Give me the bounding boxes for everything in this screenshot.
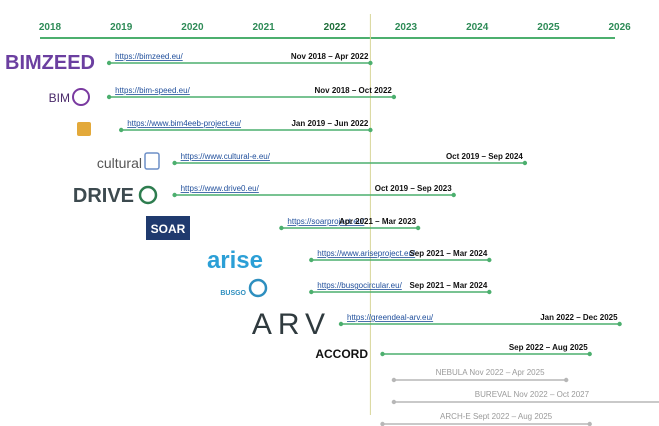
logo-drive-0: DRIVE <box>73 185 134 207</box>
logo-busgo <box>248 278 268 298</box>
timeline-end-dot-bimzeed <box>368 60 373 66</box>
timeline-start-dot-culturale <box>172 160 177 166</box>
timeline-start-dot-bim4eeb <box>119 127 124 133</box>
timeline-start-dot-drive-0 <box>172 192 177 198</box>
logo-text-busgo: BUSGO <box>220 290 246 297</box>
logo-swirl-bim-speed <box>72 88 90 106</box>
year-label-2026: 2026 <box>608 22 631 33</box>
timeline-end-dot-arise <box>487 257 492 263</box>
timeline-start-dot-busgo <box>309 289 314 295</box>
project-dates-bim4eeb: Jan 2019 – Jun 2022 <box>291 119 368 128</box>
project-dates-busgo: Sep 2021 – Mar 2024 <box>409 281 487 290</box>
timeline-start-dot-arch-e-sept-2022-aug-2025 <box>380 421 385 426</box>
year-label-2025: 2025 <box>537 22 560 33</box>
logo-house-culturale <box>144 152 160 170</box>
timeline-end-dot-culturale <box>522 160 528 166</box>
timeline-start-dot-bimzeed <box>106 60 112 66</box>
timeline-start-dot-bim-speed <box>106 94 112 100</box>
timeline-end-dot-arv <box>617 321 622 327</box>
logo-text-soar: SOAR <box>151 222 186 236</box>
project-dates-bimzeed: Nov 2018 – Apr 2022 <box>291 52 369 61</box>
timeline-start-dot-bureval-nov-2022-oct-2027 <box>391 399 397 405</box>
project-url-arise: https://www.ariseproject.eu/ <box>317 249 416 258</box>
project-url-bim-speed: https://bim-speed.eu/ <box>115 86 190 95</box>
year-label-2020: 2020 <box>181 22 204 33</box>
project-url-drive-0: https://www.drive0.eu/ <box>181 184 260 193</box>
logo-arv: ARV <box>252 308 331 341</box>
timeline-end-dot-bim4eeb <box>368 127 373 133</box>
year-label-2019: 2019 <box>110 22 133 33</box>
project-url-arv: https://greendeal-arv.eu/ <box>347 313 434 322</box>
timeline-end-dot-drive-0 <box>451 192 456 198</box>
timeline-start-dot-arise <box>309 257 314 263</box>
project-dates-arise: Sep 2021 – Mar 2024 <box>409 249 487 258</box>
logo-cycle-drive-0 <box>138 185 158 205</box>
project-label-bureval-nov-2022-oct-2027: BUREVAL Nov 2022 – Oct 2027 <box>475 390 590 399</box>
timeline-end-dot-nebula-nov-2022-apr-2025 <box>564 377 569 383</box>
project-url-culturale: https://www.cultural-e.eu/ <box>181 152 271 161</box>
project-dates-soar: Apr 2021 – Mar 2023 <box>339 217 416 226</box>
logo-culturale: cultural <box>97 155 142 171</box>
year-label-2021: 2021 <box>252 22 275 33</box>
project-url-bim4eeb: https://www.bim4eeb-project.eu/ <box>127 119 242 128</box>
year-label-2018: 2018 <box>39 22 62 33</box>
project-dates-culturale: Oct 2019 – Sep 2024 <box>446 152 523 161</box>
timeline-start-dot-soar <box>279 225 284 231</box>
timeline-end-dot-soar <box>415 225 421 231</box>
project-label-nebula-nov-2022-apr-2025: NEBULA Nov 2022 – Apr 2025 <box>436 368 546 377</box>
logo-accord: ACCORD <box>315 347 368 361</box>
timeline-end-dot-busgo <box>487 289 492 295</box>
logo-bim-speed: BIM <box>49 91 70 105</box>
logo-soar <box>146 216 190 240</box>
timeline-start-dot-accord <box>380 351 385 357</box>
timeline-end-dot-bim-speed <box>391 94 397 100</box>
project-label-arch-e-sept-2022-aug-2025: ARCH-E Sept 2022 – Aug 2025 <box>440 412 553 421</box>
project-dates-bim-speed: Nov 2018 – Oct 2022 <box>315 86 393 95</box>
project-url-busgo: https://busgocircular.eu/ <box>317 281 402 290</box>
year-label-2022: 2022 <box>324 22 347 33</box>
logo-bim4eeb <box>77 122 91 136</box>
project-dates-drive-0: Oct 2019 – Sep 2023 <box>375 184 452 193</box>
year-label-2023: 2023 <box>395 22 418 33</box>
project-dates-arv: Jan 2022 – Dec 2025 <box>540 313 618 322</box>
project-url-soar: https://soarproject.eu/ <box>287 217 365 226</box>
timeline-end-dot-accord <box>587 351 592 357</box>
timeline-end-dot-arch-e-sept-2022-aug-2025 <box>587 421 592 426</box>
year-label-2024: 2024 <box>466 22 489 33</box>
logo-arise: arise <box>207 247 263 274</box>
timeline-start-dot-nebula-nov-2022-apr-2025 <box>391 377 397 383</box>
timeline-start-dot-arv <box>338 321 344 327</box>
logo-bimzeed: BIMZEED <box>5 52 95 74</box>
project-url-bimzeed: https://bimzeed.eu/ <box>115 52 183 61</box>
project-dates-accord: Sep 2022 – Aug 2025 <box>509 343 588 352</box>
